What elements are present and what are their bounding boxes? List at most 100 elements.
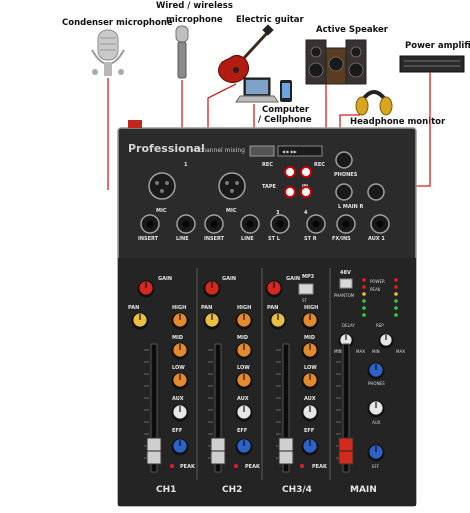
eff-knob-ch34[interactable] bbox=[301, 438, 319, 456]
mp3-label: MP3 bbox=[302, 274, 315, 280]
meter-led-left-4 bbox=[362, 299, 366, 303]
label-active-speaker: Active Speaker bbox=[316, 25, 389, 35]
pan-knob-ch2[interactable] bbox=[203, 312, 221, 330]
st-button[interactable] bbox=[298, 283, 314, 295]
label-wireless-microphone-2: microphone bbox=[166, 15, 223, 25]
eff-knob-ch1[interactable] bbox=[171, 438, 189, 456]
low-knob-ch2[interactable] bbox=[235, 372, 253, 390]
st-r-jack[interactable] bbox=[306, 214, 326, 234]
xlr-input-ch1[interactable] bbox=[148, 172, 176, 200]
fader-ch1[interactable] bbox=[144, 343, 162, 473]
fx-ins-jack[interactable] bbox=[336, 214, 356, 234]
main-out-l-jack[interactable] bbox=[335, 183, 353, 201]
st-button-label: ST bbox=[302, 298, 308, 303]
high-label-ch2: HIGH bbox=[237, 305, 251, 311]
rec-label-left: REC bbox=[262, 162, 273, 168]
main-eff-knob[interactable] bbox=[367, 444, 385, 462]
fader-main[interactable] bbox=[336, 343, 354, 473]
mid-knob-ch34[interactable] bbox=[301, 342, 319, 360]
aux-knob-ch1[interactable] bbox=[171, 404, 189, 422]
high-knob-ch34[interactable] bbox=[301, 312, 319, 330]
pan-knob-ch34[interactable] bbox=[269, 312, 287, 330]
high-label-ch1: HIGH bbox=[172, 305, 186, 311]
rca-rec-l[interactable] bbox=[284, 166, 296, 178]
mic-label-ch1: MIC bbox=[156, 208, 167, 214]
rec-label-right: REC bbox=[314, 162, 325, 168]
strip-label-ch34: CH3/4 bbox=[282, 485, 312, 495]
meter-led-right-3 bbox=[394, 292, 398, 296]
meter-led-right-4 bbox=[394, 299, 398, 303]
mid-knob-ch2[interactable] bbox=[235, 342, 253, 360]
phones-level-knob[interactable] bbox=[367, 362, 385, 380]
st-l-jack[interactable] bbox=[270, 214, 290, 234]
jack-row bbox=[140, 214, 390, 234]
rep-knob[interactable] bbox=[378, 333, 394, 349]
mp3-player-module[interactable]: ◀ ▶ ▶▶ bbox=[249, 145, 323, 157]
phantom-power-button[interactable] bbox=[339, 278, 353, 289]
gain-knob-ch34[interactable] bbox=[265, 280, 283, 298]
pan-knob-ch1[interactable] bbox=[131, 312, 149, 330]
power-switch[interactable] bbox=[128, 120, 142, 128]
electric-guitar-icon bbox=[218, 24, 274, 84]
phones-knob-label: PHONES bbox=[368, 381, 385, 386]
mid-label-ch1: MID bbox=[172, 335, 183, 341]
gain-label-ch34: GAIN bbox=[286, 276, 300, 282]
mid-knob-ch1[interactable] bbox=[171, 342, 189, 360]
aux-knob-ch2[interactable] bbox=[235, 404, 253, 422]
aux-knob-ch34[interactable] bbox=[301, 404, 319, 422]
fader-ch34[interactable] bbox=[276, 343, 294, 473]
peak-label-ch1: PEAK bbox=[180, 464, 196, 470]
gain-knob-ch1[interactable] bbox=[137, 280, 155, 298]
meter-led-left-5 bbox=[362, 306, 366, 310]
rca-tape-r[interactable] bbox=[300, 186, 312, 198]
xlr-input-ch2[interactable] bbox=[218, 172, 246, 200]
label-wireless-microphone-1: Wired / wireless bbox=[156, 1, 233, 11]
main-aux-knob[interactable] bbox=[367, 400, 385, 418]
aux-label-ch2: AUX bbox=[237, 396, 249, 402]
phones-jack[interactable] bbox=[335, 151, 353, 169]
pan-label-ch34: PAN bbox=[267, 305, 278, 311]
gain-knob-ch2[interactable] bbox=[203, 280, 221, 298]
label-power-amplifier: Power amplifier bbox=[405, 41, 470, 51]
condenser-microphone-icon bbox=[91, 29, 125, 76]
rca-tape-l[interactable] bbox=[284, 186, 296, 198]
high-knob-ch1[interactable] bbox=[171, 312, 189, 330]
phones-jack-label: PHONES bbox=[334, 172, 358, 178]
insert-label-ch1: INSERT bbox=[138, 236, 159, 242]
strip-label-ch1: CH1 bbox=[156, 485, 176, 495]
level-meter bbox=[362, 278, 398, 317]
ch1-number: 1 bbox=[184, 162, 188, 168]
insert-jack-ch1[interactable] bbox=[140, 214, 160, 234]
insert-jack-ch2[interactable] bbox=[204, 214, 224, 234]
strip-label-ch2: CH2 bbox=[222, 485, 242, 495]
fader-ch2[interactable] bbox=[208, 343, 226, 473]
rca-rec-r[interactable] bbox=[300, 166, 312, 178]
gain-label-ch1: GAIN bbox=[158, 276, 172, 282]
high-knob-ch2[interactable] bbox=[235, 312, 253, 330]
wireless-microphone-icon bbox=[175, 25, 189, 79]
line-jack-ch1[interactable] bbox=[176, 214, 196, 234]
st-r-label: ST R bbox=[304, 236, 317, 242]
line-label-ch1: LINE bbox=[176, 236, 189, 242]
aux1-jack[interactable] bbox=[370, 214, 390, 234]
main-lr-label: L MAIN R bbox=[338, 204, 364, 210]
fx-ins-label: FX/INS bbox=[332, 236, 351, 242]
eff-knob-ch2[interactable] bbox=[235, 438, 253, 456]
meter-led-left-2 bbox=[362, 285, 366, 289]
meter-led-left-1 bbox=[362, 278, 366, 282]
pan-label-ch2: PAN bbox=[201, 305, 212, 311]
tape-label: TAPE bbox=[262, 184, 277, 190]
mid-label-ch2: MID bbox=[237, 335, 248, 341]
low-knob-ch1[interactable] bbox=[171, 372, 189, 390]
meter-led-right-2 bbox=[394, 285, 398, 289]
low-knob-ch34[interactable] bbox=[301, 372, 319, 390]
strip-dividers bbox=[196, 268, 331, 480]
rep-max-label: MAX bbox=[396, 349, 405, 354]
line-jack-ch2[interactable] bbox=[240, 214, 260, 234]
meter-led-right-5 bbox=[394, 306, 398, 310]
power-amplifier-icon bbox=[399, 55, 465, 73]
delay-max-label: MAX bbox=[356, 349, 365, 354]
main-out-r-jack[interactable] bbox=[367, 183, 385, 201]
